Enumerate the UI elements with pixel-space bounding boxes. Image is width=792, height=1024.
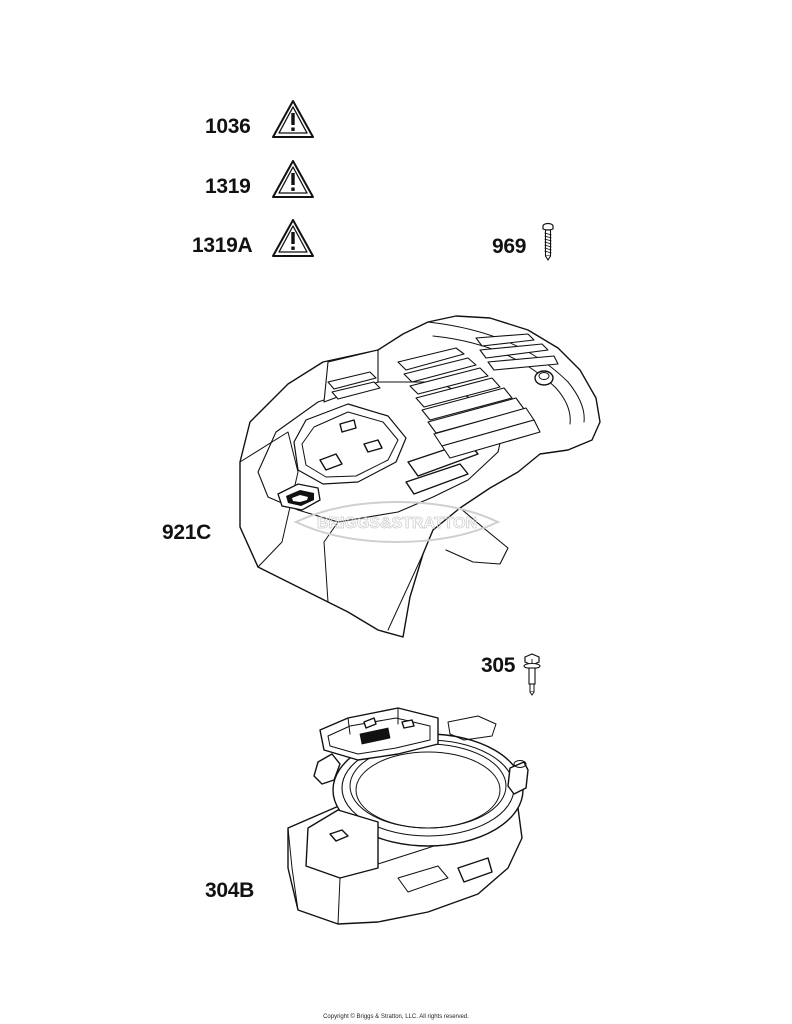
blower-housing-base [287,707,529,925]
brand-logo-badge [277,483,321,511]
part-label-305: 305 [481,654,516,677]
screw-icon [542,222,554,262]
part-label-969: 969 [492,235,527,258]
warning-triangle-icon [272,160,314,198]
part-label-1036: 1036 [205,115,251,138]
part-label-921c: 921C [162,521,212,544]
watermark-logo: BRIGGS&STRATTON [293,500,501,544]
part-label-304b: 304B [205,879,255,902]
warning-triangle-icon [272,100,314,138]
copyright-notice: Copyright © Briggs & Stratton, LLC. All … [323,1014,469,1020]
bolt-icon [523,653,541,696]
part-label-1319: 1319 [205,175,251,198]
warning-triangle-icon [272,219,314,257]
part-label-1319a: 1319A [192,234,253,257]
watermark-text: BRIGGS&STRATTON [317,515,477,532]
blower-housing-cover [239,315,601,638]
